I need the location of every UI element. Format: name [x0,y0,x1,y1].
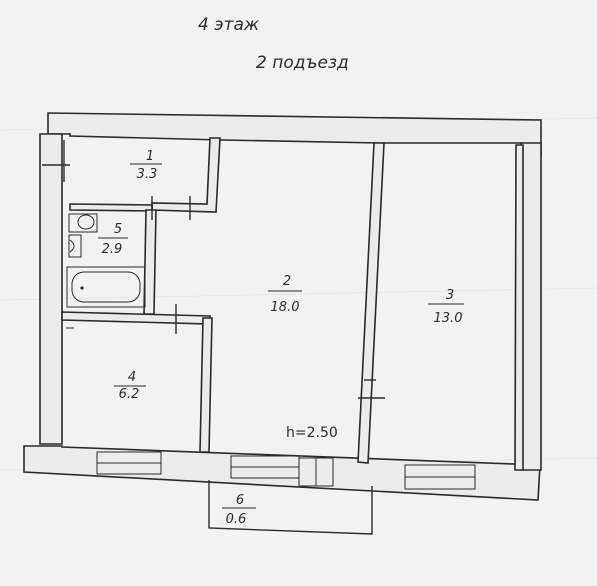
room-6-area: 0.6 [226,512,247,527]
room-1: 1 3.3 [130,149,162,182]
room-6-number: 6 [236,493,244,508]
room-2: 2 18.0 [268,274,302,315]
room-1-number: 1 [146,149,154,164]
ceiling-height-label: h=2.50 [286,425,338,441]
balcony [208,480,373,535]
entrance-label: 2 подъезд [256,53,349,73]
room-5: 5 2.9 [98,222,128,257]
room-2-area: 18.0 [271,300,300,315]
room-1-area: 3.3 [137,167,158,182]
paper-grid [0,117,597,471]
windows [96,451,476,490]
room-3-number: 3 [446,288,454,303]
room-3-area: 13.0 [434,311,463,326]
door-marks [42,140,385,399]
room-5-number: 5 [114,222,122,237]
room-4-area: 6.2 [119,387,140,402]
room-5-area: 2.9 [102,242,123,257]
room-4: 4 6.2 [114,370,146,402]
room-2-number: 2 [283,274,291,289]
floor-label: 4 этаж [198,15,260,35]
room-4-number: 4 [128,370,136,385]
room-6: 6 0.6 [222,493,256,527]
interior-walls [61,137,524,471]
room-3: 3 13.0 [428,288,464,326]
bathroom-fixtures [66,213,146,329]
